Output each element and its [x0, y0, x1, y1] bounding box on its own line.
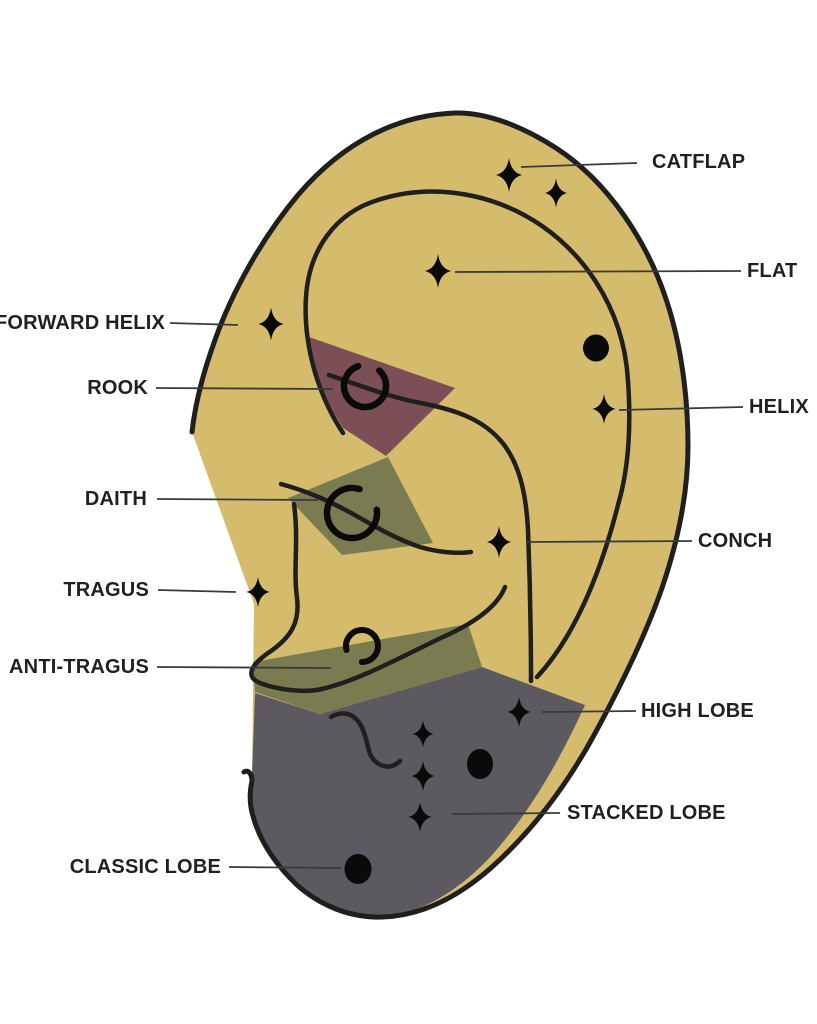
classic-lobe-leader-line — [228, 866, 342, 869]
helix-label: HELIX — [749, 396, 809, 418]
catflap-leader-line — [520, 162, 638, 168]
daith-label: DAITH — [84, 488, 147, 510]
stacked-lobe-leader-line — [451, 812, 561, 815]
anti-tragus-leader-line — [156, 666, 332, 669]
stacked-lobe-star-middle — [411, 761, 435, 791]
flat-star — [425, 254, 451, 288]
tragus-leader-line — [157, 589, 237, 593]
markers-group — [246, 158, 616, 884]
daith-crus-curve — [278, 481, 474, 556]
conch-leader-line — [525, 540, 693, 543]
high-lobe-star — [507, 697, 531, 727]
helix-dot — [583, 334, 609, 362]
anti-tragus-label: ANTI-TRAGUS — [9, 656, 149, 678]
stacked-lobe-star-bottom — [408, 802, 432, 832]
rook-leader-line — [155, 387, 334, 390]
forward-helix-star — [258, 307, 284, 341]
tragus-label: TRAGUS — [63, 579, 149, 601]
catflap-star-large — [496, 158, 522, 192]
ear-inner-curves — [249, 189, 632, 769]
rook-label: ROOK — [87, 377, 148, 399]
high-lobe-label: HIGH LOBE — [641, 700, 754, 722]
tragus-curve — [249, 501, 508, 693]
high-lobe-leader-line — [541, 710, 637, 713]
helix-star — [592, 394, 616, 424]
rook-ring — [340, 362, 390, 411]
daith-ring — [323, 484, 381, 542]
tragus-star — [246, 577, 270, 607]
lobe-squiggle-curve — [328, 711, 403, 769]
flat-leader-line — [454, 270, 742, 273]
catflap-label: CATFLAP — [652, 151, 746, 173]
stacked-lobe-label: STACKED LOBE — [567, 802, 726, 824]
helix-leader-line — [618, 406, 744, 411]
forward-helix-label: FORWARD HELIX — [0, 312, 165, 334]
conch-label: CONCH — [698, 530, 773, 552]
lobe-dot — [467, 749, 493, 779]
forward-helix-leader-line — [169, 322, 239, 326]
daith-region — [288, 457, 433, 555]
leader-lines-group — [155, 162, 744, 869]
daith-leader-line — [156, 498, 319, 501]
flat-label: FLAT — [747, 260, 798, 282]
conch-star — [487, 526, 511, 558]
catflap-star-small — [545, 178, 567, 208]
lobe-region — [250, 667, 586, 917]
anti-tragus-ring — [343, 627, 381, 665]
classic-lobe-label: CLASSIC LOBE — [69, 856, 221, 878]
inner-helix-curve — [303, 189, 632, 680]
stacked-lobe-star-top — [412, 720, 434, 748]
antihelix-curve — [326, 372, 534, 684]
ear-outline — [189, 110, 691, 920]
classic-lobe-dot — [344, 854, 372, 884]
